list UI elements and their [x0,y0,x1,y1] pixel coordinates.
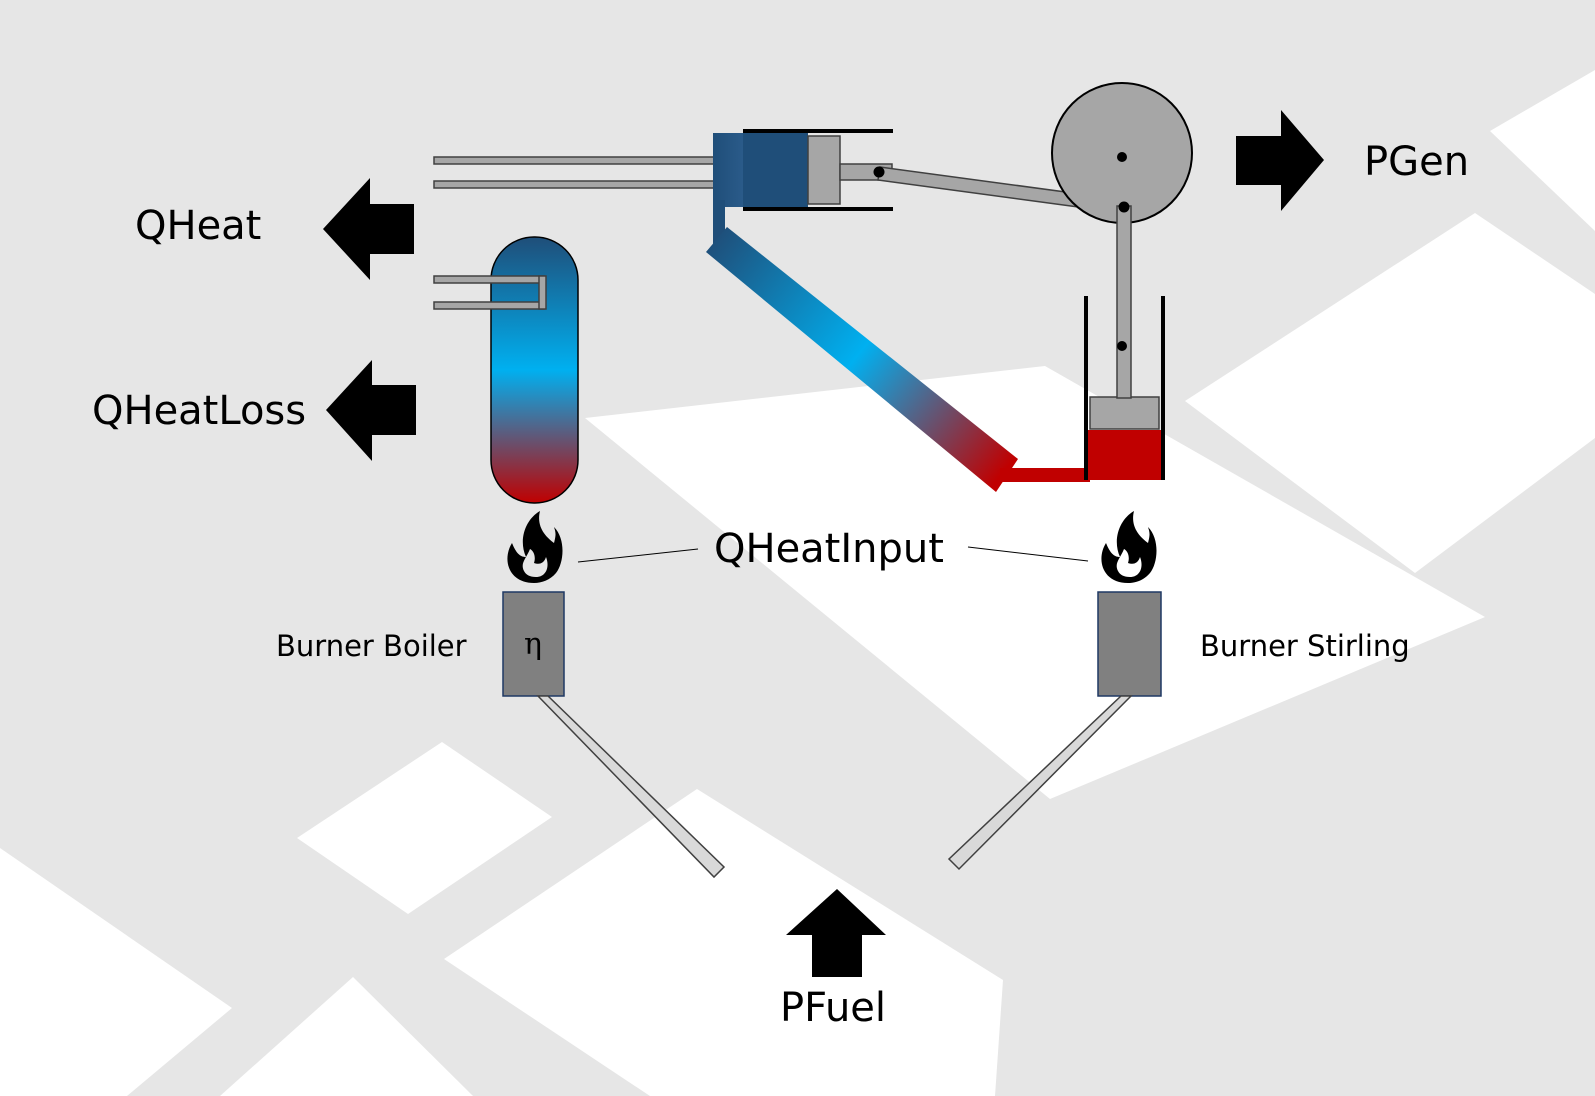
heat-exchanger-top [433,156,725,189]
power-cylinder [1084,296,1165,480]
flame-icon [1101,511,1157,583]
arrow-left-icon [323,178,414,280]
boiler-coil [433,275,547,310]
transfer-pipe [706,227,1018,492]
label-burner-stirling: Burner Stirling [1200,629,1410,663]
burner-stirling-box [1097,591,1162,697]
label-pgen: PGen [1364,139,1469,185]
fuel-line-stirling [947,695,1133,871]
label-burner-boiler: Burner Boiler [276,629,467,663]
background-tiles [0,70,1595,1096]
burner-boiler-box [502,591,565,697]
label-qheatinput: QHeatInput [714,526,944,572]
piston-rod [1116,205,1132,399]
label-qheat: QHeat [135,203,261,249]
arrow-right-icon [1236,110,1324,211]
arrow-left-icon [326,360,416,461]
rod-pivots [873,166,1130,351]
leader-line-left [577,548,699,563]
fuel-line-boiler [536,695,726,879]
hot-pipe-connector [1000,468,1090,482]
efficiency-symbol: η [524,627,542,662]
label-pfuel: PFuel [780,985,886,1031]
hot-cylinder [713,129,893,250]
flywheel [1051,82,1193,224]
arrow-up-icon [786,889,886,977]
label-qheatloss: QHeatLoss [92,388,306,434]
flame-icon [507,511,563,583]
leader-line-right [967,546,1089,562]
